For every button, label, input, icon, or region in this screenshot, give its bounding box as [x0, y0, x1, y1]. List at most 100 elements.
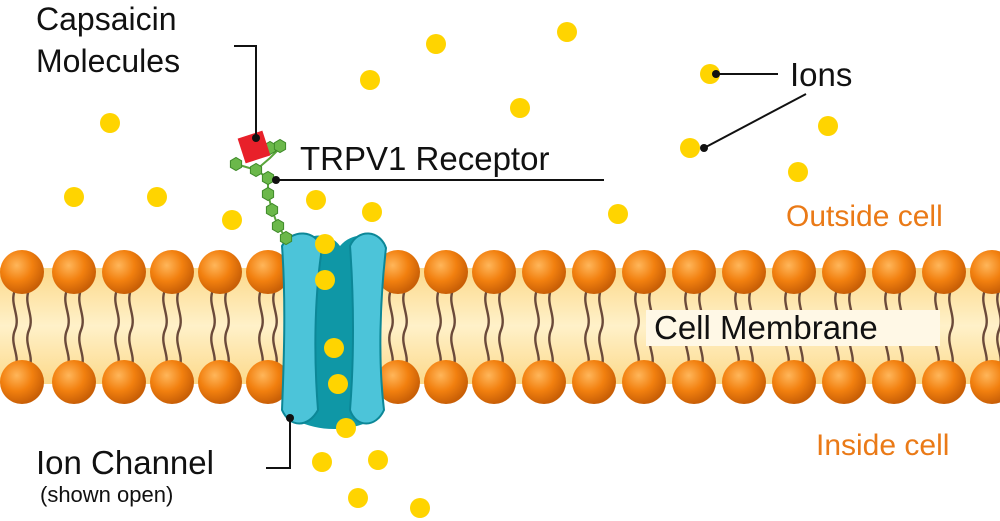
phospholipid-head-top [522, 250, 566, 294]
lipid-tail [996, 289, 1000, 369]
ion-channel-right-subunit [348, 232, 388, 425]
phospholipid-head-top [150, 250, 194, 294]
phospholipid-head-bottom [102, 360, 146, 404]
lipid-tail [598, 289, 604, 369]
receptor-hexagon [229, 156, 243, 172]
receptor-hexagon [273, 138, 287, 154]
lipid-tail [64, 289, 70, 369]
lipid-tail [484, 289, 490, 369]
phospholipid-head-bottom [522, 360, 566, 404]
receptor-hexagon [261, 170, 275, 186]
phospholipid-head-bottom [376, 360, 420, 404]
capsaicin-label-line1: Capsaicin [36, 1, 177, 37]
lipid-tail [128, 289, 134, 369]
phospholipid-head-top [922, 250, 966, 294]
lipid-tail [402, 289, 408, 369]
lipid-tail [388, 289, 394, 369]
phospholipid-head-bottom [572, 360, 616, 404]
lipid-tail [272, 289, 278, 369]
capsaicin-molecule [237, 130, 271, 164]
phospholipid-head-top [622, 250, 666, 294]
ions-group [64, 22, 838, 518]
outside-cell-label: Outside cell [786, 200, 943, 233]
ion [818, 116, 838, 136]
phospholipid-head-bottom [970, 360, 1000, 404]
phospholipid-head-bottom [622, 360, 666, 404]
phospholipid-head-top [246, 250, 290, 294]
trpv1-receptor-chain [229, 138, 293, 246]
lipid-tail [224, 289, 230, 369]
ion [360, 70, 380, 90]
phospholipid-head-top [722, 250, 766, 294]
phospholipid-head-top [572, 250, 616, 294]
lipid-tail [948, 289, 954, 369]
receptor-label: TRPV1 Receptor [300, 140, 549, 177]
lipid-tail [258, 289, 264, 369]
phospholipid-head-bottom [424, 360, 468, 404]
ion [100, 113, 120, 133]
ion [312, 452, 332, 472]
phospholipid-head-top [102, 250, 146, 294]
ion [324, 338, 344, 358]
ions-leader-bottom [703, 93, 807, 149]
leader-dots [252, 70, 720, 422]
lipid-tail [12, 289, 18, 369]
ion [410, 498, 430, 518]
lipid-tails [12, 289, 1000, 369]
lipid-tail [634, 289, 640, 369]
lipid-tail [450, 289, 456, 369]
ion [510, 98, 530, 118]
channel-leader [266, 418, 291, 469]
lipid-tail [498, 289, 504, 369]
phospholipid-head-top [0, 250, 44, 294]
lipid-tail [534, 289, 540, 369]
phospholipid-head-bottom [922, 360, 966, 404]
phospholipid-head-bottom [198, 360, 242, 404]
leader-lines [234, 45, 807, 469]
phospholipid-head-top [424, 250, 468, 294]
phospholipid-head-top [772, 250, 816, 294]
lipid-tail [436, 289, 442, 369]
phospholipid-head-top [672, 250, 716, 294]
ion [557, 22, 577, 42]
phospholipid-head-top [198, 250, 242, 294]
lipid-tail [78, 289, 84, 369]
ion [788, 162, 808, 182]
phospholipid-heads [0, 250, 1000, 404]
inside-cell-label: Inside cell [816, 429, 949, 462]
ion [368, 450, 388, 470]
phospholipid-head-top [822, 250, 866, 294]
capsaicin-label-line2: Molecules [36, 43, 180, 79]
ion [328, 374, 348, 394]
lipid-tail [584, 289, 590, 369]
ion [608, 204, 628, 224]
ion [336, 418, 356, 438]
ion-channel-note: (shown open) [40, 482, 173, 507]
membrane-label-bg [646, 310, 940, 346]
phospholipid-head-bottom [672, 360, 716, 404]
phospholipid-head-bottom [722, 360, 766, 404]
phospholipid-head-bottom [52, 360, 96, 404]
ion [348, 488, 368, 508]
lipid-tail [548, 289, 554, 369]
ion [426, 34, 446, 54]
membrane-label: Cell Membrane [654, 309, 878, 346]
receptor-hexagon [271, 218, 285, 234]
phospholipid-head-top [52, 250, 96, 294]
lipid-tail [114, 289, 120, 369]
receptor-hexagon [279, 230, 293, 246]
lipid-tail [26, 289, 32, 369]
phospholipid-head-top [970, 250, 1000, 294]
phospholipid-head-top [376, 250, 420, 294]
ions-label: Ions [790, 56, 852, 93]
ion [315, 234, 335, 254]
ion [306, 190, 326, 210]
phospholipid-head-top [872, 250, 916, 294]
ion [362, 202, 382, 222]
ion [64, 187, 84, 207]
phospholipid-head-bottom [822, 360, 866, 404]
capsaicin-leader [234, 45, 257, 138]
receptor-hexagon [249, 162, 263, 178]
